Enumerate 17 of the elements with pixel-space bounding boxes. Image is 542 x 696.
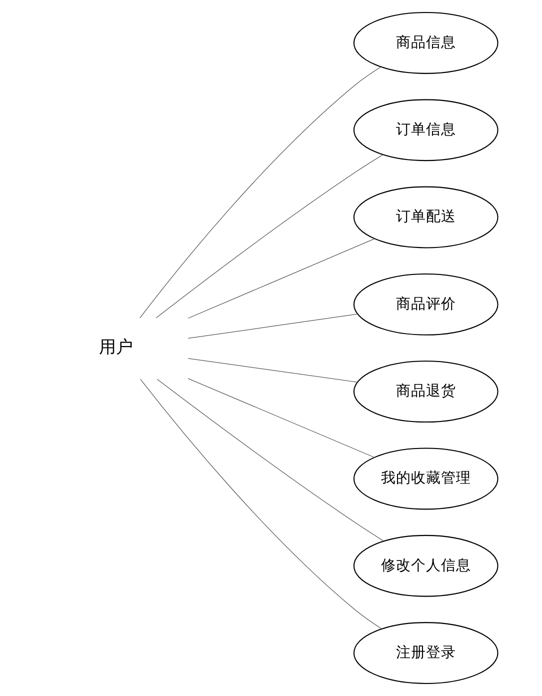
node-ellipse: 订单配送 — [353, 186, 498, 248]
node-ellipse: 修改个人信息 — [353, 534, 498, 597]
connector — [156, 154, 384, 318]
connector — [188, 358, 358, 382]
node-ellipse: 订单信息 — [353, 99, 498, 162]
connector — [140, 378, 382, 630]
connector — [156, 378, 384, 542]
connector — [140, 66, 382, 318]
node-ellipse: 商品退货 — [353, 360, 498, 423]
connector — [188, 378, 375, 458]
node-ellipse: 商品评价 — [353, 273, 498, 336]
node-text: 用户 — [99, 336, 134, 357]
connector — [188, 314, 358, 339]
node-ellipse: 我的收藏管理 — [353, 448, 498, 510]
node-ellipse: 商品信息 — [353, 12, 498, 74]
node-ellipse: 注册登录 — [353, 622, 498, 684]
connector — [188, 238, 375, 319]
